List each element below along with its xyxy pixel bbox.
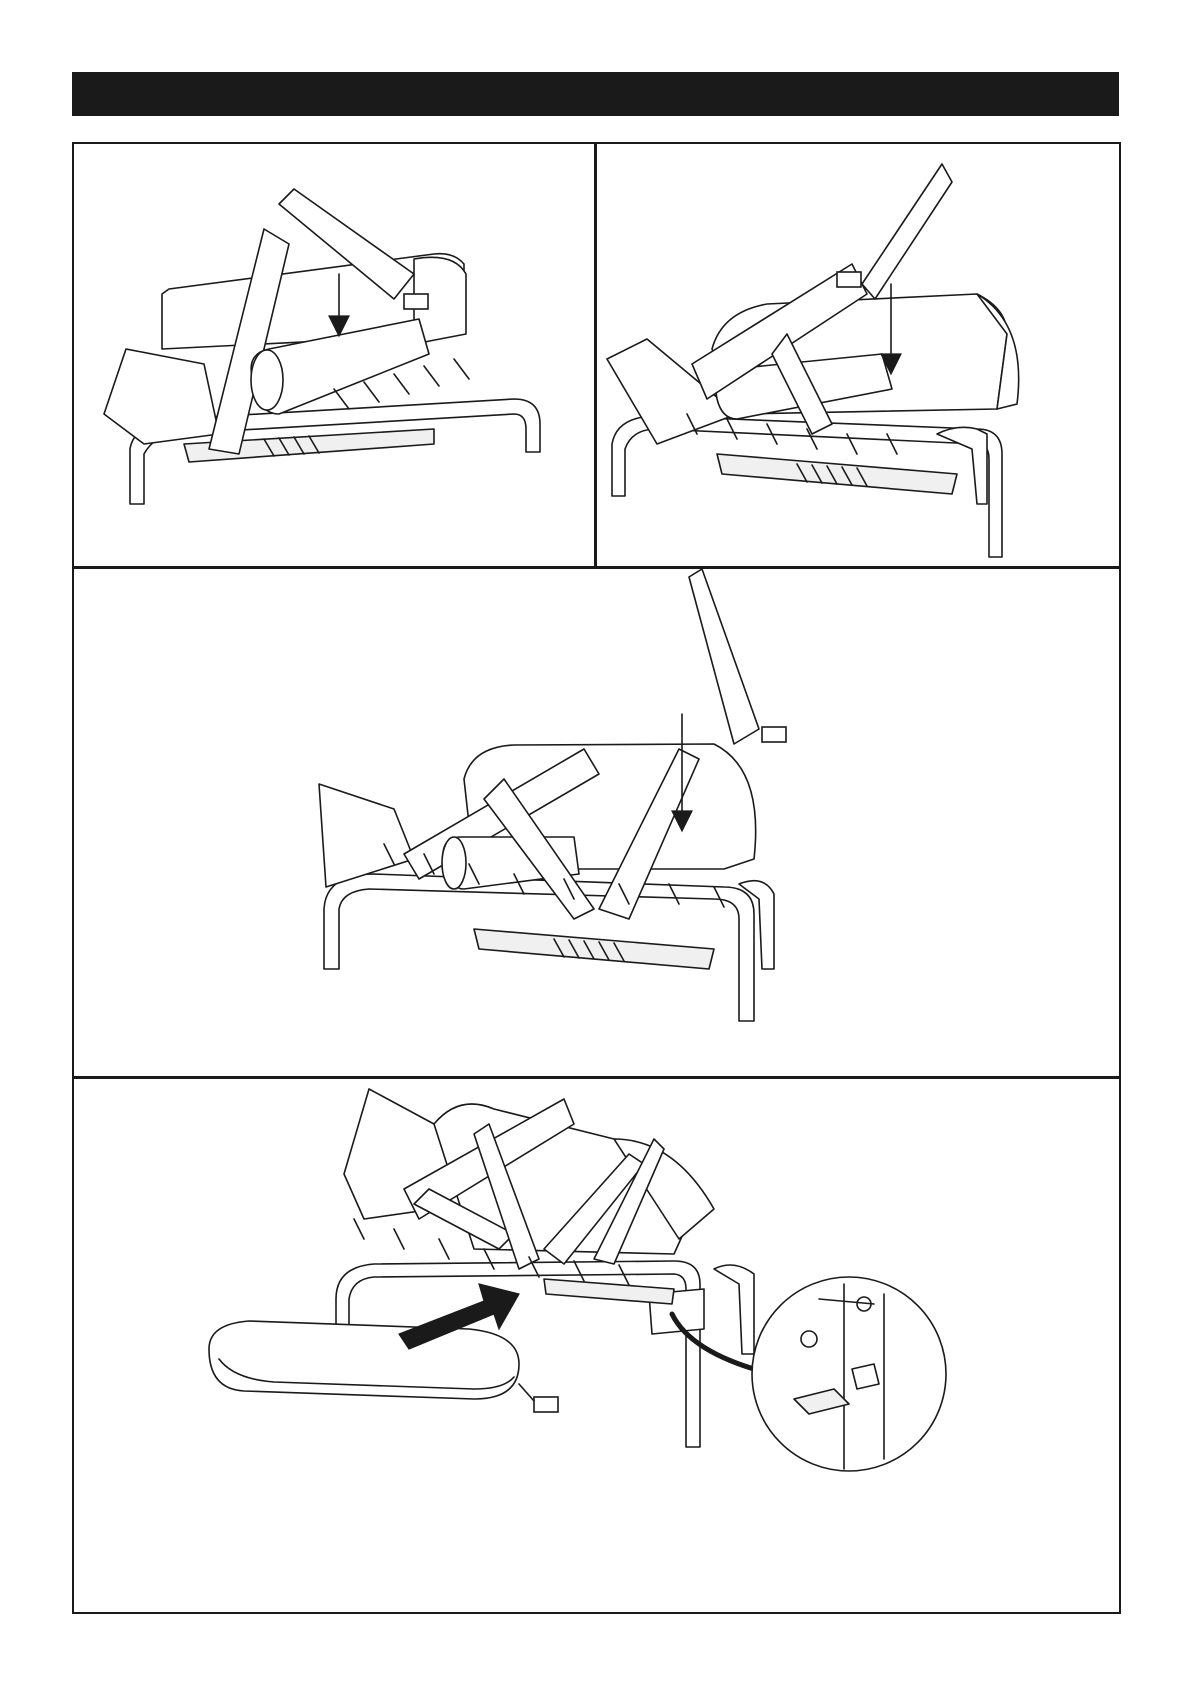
section-header-bar [72,72,1119,116]
step-1-illustration [74,144,594,566]
step-2-illustration [597,144,1119,566]
step-2-callout-box [837,272,861,287]
step-3-panel [74,569,1119,1076]
step-3-illustration [74,569,1119,1076]
step-3-callout-box [762,727,786,742]
step-1-panel [74,144,594,566]
detail-magnifier [752,1277,946,1471]
step-1-callout-box [404,294,428,309]
step-2-panel [597,144,1119,566]
remote-tray [209,1321,519,1399]
step-4-panel [74,1079,1119,1609]
step-4-callout-box [534,1397,558,1412]
step-4-illustration [74,1079,1119,1609]
